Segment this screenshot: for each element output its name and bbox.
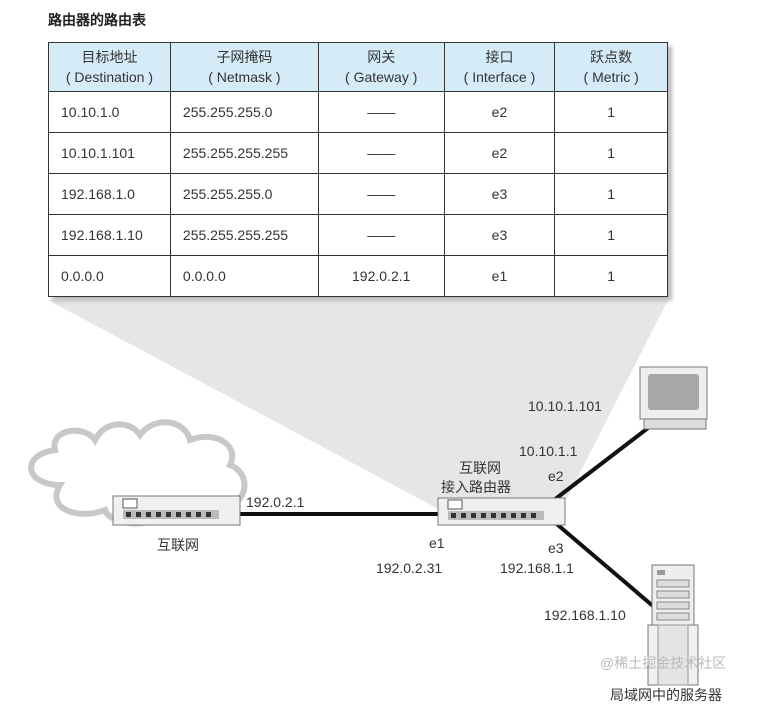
- server-icon: [647, 564, 699, 686]
- cell-destination: 10.10.1.0: [48, 91, 171, 133]
- cell-netmask: 255.255.255.0: [169, 91, 319, 133]
- access-router-label-2: 接入路由器: [441, 479, 511, 495]
- cell-metric: 1: [554, 214, 668, 256]
- e3-ip: 192.168.1.1: [500, 560, 574, 576]
- cell-netmask: 255.255.255.255: [169, 132, 319, 174]
- pc-ip: 10.10.1.101: [528, 398, 602, 414]
- page-title: 路由器的路由表: [48, 13, 146, 29]
- header-destination: 目标地址( Destination ): [48, 42, 171, 92]
- table-projection-shadow: [48, 300, 668, 512]
- cell-gateway: ——: [317, 91, 445, 133]
- header-gateway: 网关( Gateway ): [317, 42, 445, 92]
- cell-destination: 10.10.1.101: [48, 132, 171, 174]
- e1-ip: 192.0.2.31: [376, 560, 442, 576]
- cell-netmask: 255.255.255.255: [169, 214, 319, 256]
- cell-destination: 192.168.1.0: [48, 173, 171, 215]
- link-e2-computer: [552, 426, 650, 502]
- cell-interface: e1: [443, 255, 556, 297]
- server-ip: 192.168.1.10: [544, 607, 626, 623]
- cell-destination: 192.168.1.10: [48, 214, 171, 256]
- header-interface: 接口( Interface ): [443, 42, 556, 92]
- cell-gateway: ——: [317, 132, 445, 174]
- link-e3-server: [550, 518, 662, 614]
- internet-router-ip: 192.0.2.1: [246, 494, 305, 510]
- router-icon: [437, 497, 566, 526]
- e2-ip: 10.10.1.1: [519, 443, 578, 459]
- cell-interface: e3: [443, 214, 556, 256]
- cell-gateway: ——: [317, 173, 445, 215]
- e1-label: e1: [429, 535, 445, 551]
- router-icon: [112, 495, 241, 526]
- cell-metric: 1: [554, 173, 668, 215]
- routing-table: 目标地址( Destination ) 子网掩码( Netmask ) 网关( …: [48, 42, 668, 297]
- e2-label: e2: [548, 468, 564, 484]
- cell-metric: 1: [554, 132, 668, 174]
- cell-gateway: 192.0.2.1: [317, 255, 445, 297]
- header-metric: 跃点数( Metric ): [554, 42, 668, 92]
- cell-netmask: 255.255.255.0: [169, 173, 319, 215]
- e3-label: e3: [548, 540, 564, 556]
- access-router-label-1: 互联网: [459, 460, 501, 476]
- cell-netmask: 0.0.0.0: [169, 255, 319, 297]
- cell-metric: 1: [554, 255, 668, 297]
- cell-interface: e3: [443, 173, 556, 215]
- table-header-row: 目标地址( Destination ) 子网掩码( Netmask ) 网关( …: [48, 42, 668, 92]
- internet-label: 互联网: [157, 537, 199, 553]
- cell-interface: e2: [443, 132, 556, 174]
- header-netmask: 子网掩码( Netmask ): [169, 42, 319, 92]
- cell-gateway: ——: [317, 214, 445, 256]
- cell-destination: 0.0.0.0: [48, 255, 171, 297]
- cell-interface: e2: [443, 91, 556, 133]
- cell-metric: 1: [554, 91, 668, 133]
- computer-icon: [639, 366, 708, 430]
- watermark: @稀土掘金技术社区: [600, 655, 726, 671]
- server-label: 局域网中的服务器: [610, 687, 722, 703]
